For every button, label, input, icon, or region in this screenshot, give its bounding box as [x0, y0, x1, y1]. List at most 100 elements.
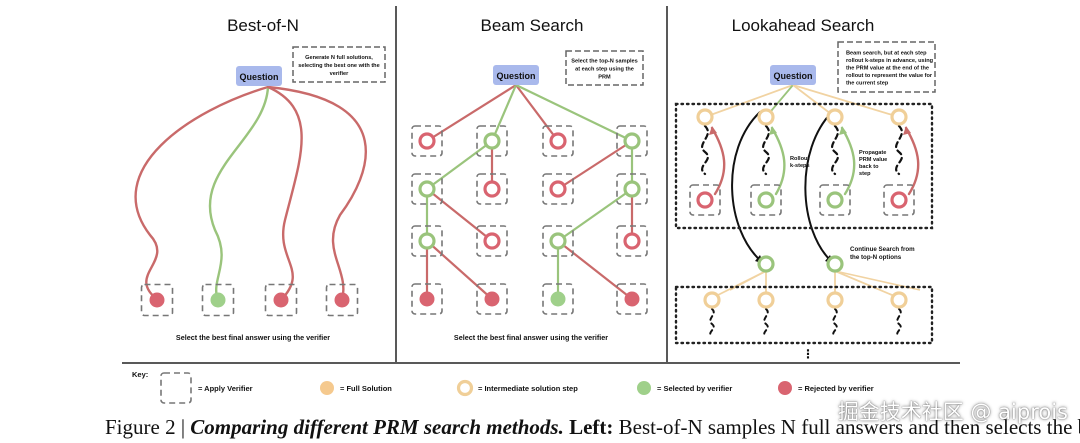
verifier-box [750, 184, 782, 216]
verifier-box [325, 283, 359, 317]
beam-edge-selected [557, 188, 633, 242]
solution-path-2 [208, 85, 270, 302]
key-verifier-icon [160, 372, 192, 404]
rollout-squiggle [831, 124, 839, 176]
rejected-answer-node [624, 291, 640, 307]
rollout-region-bottom [674, 285, 934, 345]
propagate-label: back to [859, 164, 879, 170]
continue-arrow [804, 111, 833, 263]
panel-title-beam-search: Beam Search [481, 16, 584, 35]
rollout-squiggle [896, 308, 902, 337]
beam-edge-rejected [515, 84, 559, 142]
arrowhead [769, 126, 777, 135]
lookahead-edge [792, 84, 900, 118]
panel-title-lookahead: Lookahead Search [732, 16, 875, 35]
rejected-answer-node [484, 291, 500, 307]
verifier-box [411, 283, 443, 315]
question-node-beam [493, 65, 539, 85]
panel-footer-best-of-n: Select the best final answer using the v… [176, 333, 330, 342]
continue-arrow [731, 111, 763, 263]
rejected-step-node [696, 191, 714, 209]
verifier-box [411, 225, 443, 257]
note-box-best-of-n-text: selecting the best one with the [298, 63, 379, 69]
intermediate-step-node [757, 291, 775, 309]
rollout-squiggle [763, 308, 769, 337]
selected-step-node [757, 255, 775, 273]
panel-frame [122, 6, 960, 364]
question-node-lookahead-label: Question [773, 71, 812, 81]
rollout-squiggle [701, 124, 709, 176]
key-label-intermediate: = Intermediate solution step [478, 384, 578, 393]
intermediate-step-node [890, 108, 908, 126]
selected-step-node [623, 180, 641, 198]
propagate-label: PRM value [859, 157, 887, 163]
intermediate-step-node [696, 108, 714, 126]
selected-step-node [418, 180, 436, 198]
verifier-box [476, 125, 508, 157]
solution-path-4 [266, 85, 367, 302]
verifier-box [411, 173, 443, 205]
continue-label: Continue Search from [850, 246, 915, 253]
solution-path-3 [266, 85, 303, 302]
verifier-box [883, 184, 915, 216]
key-label-rejected: = Rejected by verifier [798, 384, 874, 393]
intermediate-step-node [757, 108, 775, 126]
verifier-box [542, 125, 574, 157]
selected-step-node [826, 255, 844, 273]
rejected-step-node [418, 132, 436, 150]
question-node-best-of-n [236, 66, 282, 86]
lookahead-edge [834, 270, 900, 299]
continue-label: the top-N options [850, 254, 902, 261]
verifier-box [616, 173, 648, 205]
arrowhead [903, 126, 911, 135]
note-box-lookahead-text: Beam search, but at each step [846, 50, 927, 56]
rejected-step-node [483, 232, 501, 250]
caption-title: Comparing different PRM search methods. [190, 415, 564, 439]
beam-edge-selected [490, 84, 518, 142]
note-box-best-of-n-text: verifier [330, 71, 349, 77]
verifier-box [140, 283, 174, 317]
note-box-best-of-n [292, 46, 386, 83]
selected-step-node [757, 191, 775, 209]
verifier-box [689, 184, 721, 216]
verifier-box [616, 283, 648, 315]
verifier-box [542, 225, 574, 257]
note-box-lookahead-text: rollout k-steps in advance, using [846, 58, 934, 64]
verifier-box [542, 283, 574, 315]
rollout-label: k-steps [790, 163, 810, 169]
intermediate-step-node [703, 291, 721, 309]
rejected-step-node [549, 180, 567, 198]
rejected-step-node [623, 232, 641, 250]
caption-text: Best-of-N samples N full answers and the… [613, 415, 1080, 439]
note-box-lookahead-text: rollout to represent the value for [846, 73, 933, 79]
propagate-label: step [859, 171, 871, 177]
note-box-beam [565, 50, 644, 86]
verifier-box [476, 225, 508, 257]
propagate-label: Propagate [859, 150, 886, 156]
note-box-best-of-n-text: Generate N full solutions, [305, 55, 373, 61]
lookahead-edge [704, 84, 794, 118]
lookahead-ellipsis: ⋮ [802, 347, 814, 361]
beam-edge-selected [515, 84, 633, 142]
arrowhead [839, 126, 847, 135]
panel-title-best-of-n: Best-of-N [227, 16, 299, 35]
watermark: 掘金技术社区 @ aiprois [837, 400, 1068, 424]
rejected-answer-node [149, 292, 165, 308]
beam-edge-rejected [426, 84, 517, 142]
rejected-answer-node [419, 291, 435, 307]
note-box-lookahead-text: the PRM value at the end of the [846, 66, 929, 72]
verifier-box [616, 225, 648, 257]
rejected-answer-node [273, 292, 289, 308]
rollout-region-top [674, 102, 934, 230]
rejected-answer-node [334, 292, 350, 308]
panel-footer-beam: Select the best final answer using the v… [454, 333, 608, 342]
rollout-squiggle [832, 308, 838, 337]
selected-answer-node [550, 291, 566, 307]
selected-step-node [483, 132, 501, 150]
beam-edge-rejected [426, 240, 493, 300]
rejected-step-node [483, 180, 501, 198]
key-full-solution-icon [320, 381, 334, 395]
key-label-selected: = Selected by verifier [657, 384, 732, 393]
note-box-beam-text: at each step using the [575, 67, 634, 73]
selected-answer-node [210, 292, 226, 308]
